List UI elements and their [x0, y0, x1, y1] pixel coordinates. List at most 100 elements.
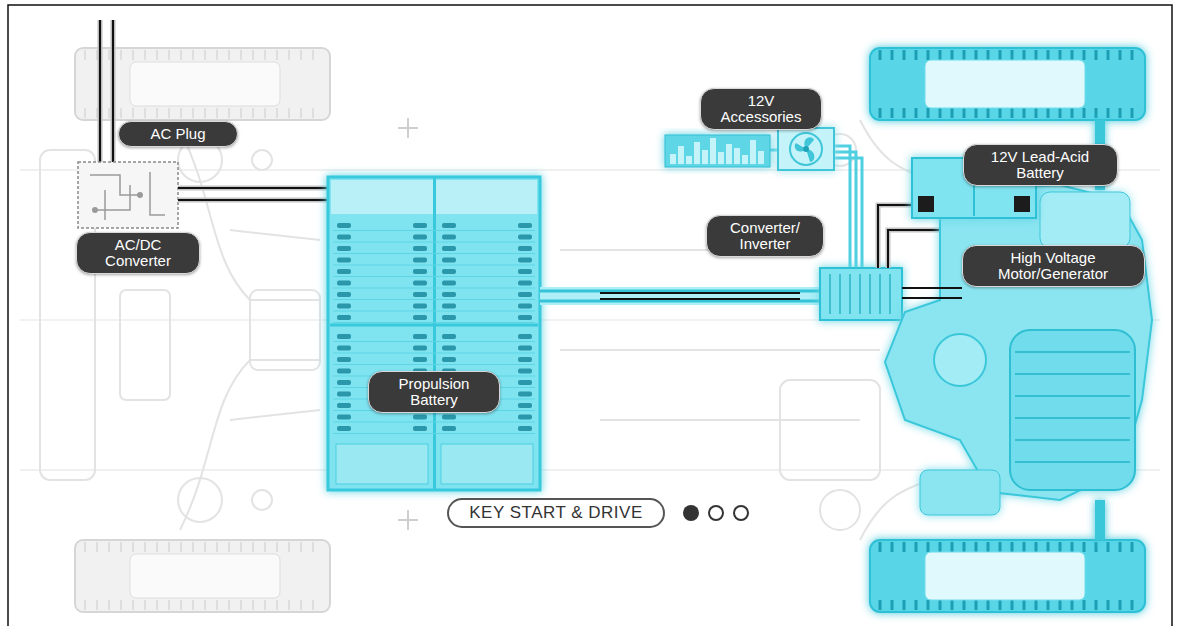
tire-tread [144, 108, 146, 118]
cell-terminal [442, 334, 456, 339]
cell-terminal [442, 426, 456, 431]
tire-tread [216, 108, 218, 118]
cell-terminal [337, 292, 351, 297]
cell-terminal [442, 281, 456, 286]
tire-tread [975, 600, 978, 610]
fan-icon-part [778, 128, 834, 170]
step-indicator-part [683, 505, 699, 521]
tire-tread [120, 108, 122, 118]
cell-terminal [518, 426, 532, 431]
fan-icon [778, 128, 834, 170]
tire-tread [240, 542, 242, 552]
tire-tread [204, 542, 206, 552]
tire-tread [168, 600, 170, 610]
step-indicator-part [709, 506, 723, 520]
tire-tread [288, 600, 290, 610]
converter-inverter [820, 268, 902, 320]
cell-terminal [518, 346, 532, 351]
tire-tread [975, 108, 978, 118]
tire-tread [1107, 542, 1110, 552]
cell-divider [333, 265, 535, 266]
tire-tread [1047, 542, 1050, 552]
display-bar [734, 148, 740, 164]
chassis-outline-part [252, 150, 272, 170]
converter-inverter-part [830, 274, 890, 314]
tire-tread [204, 600, 206, 610]
tire-tread [1119, 600, 1122, 610]
cell-terminal [413, 304, 427, 309]
ac-dc-converter-part [78, 162, 178, 228]
tire-tread [180, 542, 182, 552]
tire-tread [96, 600, 98, 610]
ac-dc-converter-part [90, 172, 165, 220]
display-bar [702, 150, 708, 164]
chassis-outline-part [180, 360, 320, 530]
tire-tread [939, 542, 942, 552]
accessory-display-part [670, 138, 764, 164]
tire-tread [228, 50, 230, 60]
tire-tread [228, 108, 230, 118]
tire-tread [156, 600, 158, 610]
accessory-display [665, 135, 770, 167]
tire-tread [927, 108, 930, 118]
motor-generator-part [920, 470, 1000, 515]
chassis-outline-part [230, 230, 320, 420]
ac-plug-wires [100, 20, 113, 170]
cell-terminal [442, 223, 456, 228]
motor-generator-part [885, 185, 1152, 500]
front-right-wheel-part [870, 48, 1145, 120]
cell-terminal [442, 415, 456, 420]
cell-divider [333, 276, 535, 277]
charge-wires-part [178, 188, 330, 200]
tire-tread [168, 542, 170, 552]
rear-left-wheel-part [130, 554, 280, 598]
cell-terminal [337, 357, 351, 362]
tire-tread [927, 542, 930, 552]
charge-wires [178, 188, 330, 200]
tire-tread [252, 600, 254, 610]
tire-tread [1083, 108, 1086, 118]
cell-divider [333, 322, 535, 323]
cell-terminal [518, 223, 532, 228]
tire-tread [999, 542, 1002, 552]
cell-terminal [518, 258, 532, 263]
label-text: AC/DC Converter [87, 237, 189, 269]
propulsion-battery-part [433, 178, 436, 489]
tire-tread [1023, 600, 1026, 610]
tire-tread [903, 108, 906, 118]
cell-divider [333, 433, 535, 434]
tire-tread [168, 50, 170, 60]
tire-tread [144, 542, 146, 552]
cell-terminal [337, 426, 351, 431]
tire-tread [1023, 50, 1026, 60]
propulsion-battery-part [436, 180, 537, 214]
tire-tread [1107, 600, 1110, 610]
display-bar [726, 144, 732, 164]
ac-dc-converter-part [137, 192, 143, 198]
tire-tread [915, 108, 918, 118]
tire-tread [300, 50, 302, 60]
tire-tread [132, 50, 134, 60]
cell-divider [333, 353, 535, 354]
part-label: High Voltage Motor/Generator [962, 245, 1145, 287]
chassis-outline [20, 120, 1160, 540]
tire-tread [963, 542, 966, 552]
tire-tread [228, 542, 230, 552]
tire-tread [1059, 542, 1062, 552]
part-label: AC/DC Converter [76, 232, 200, 274]
lead-acid-battery-part [1014, 196, 1030, 212]
tire-tread [156, 108, 158, 118]
cell-divider [333, 422, 535, 423]
tire-tread [204, 108, 206, 118]
converter-inverter-part [820, 268, 902, 320]
chassis-outline-part [180, 130, 320, 300]
tire-tread [1131, 600, 1134, 610]
tire-tread [276, 600, 278, 610]
tire-tread [1095, 108, 1098, 118]
label-text: High Voltage Motor/Generator [973, 250, 1134, 282]
display-bar [742, 155, 748, 164]
cell-terminal [518, 369, 532, 374]
cell-terminal [337, 403, 351, 408]
cell-terminal [442, 258, 456, 263]
